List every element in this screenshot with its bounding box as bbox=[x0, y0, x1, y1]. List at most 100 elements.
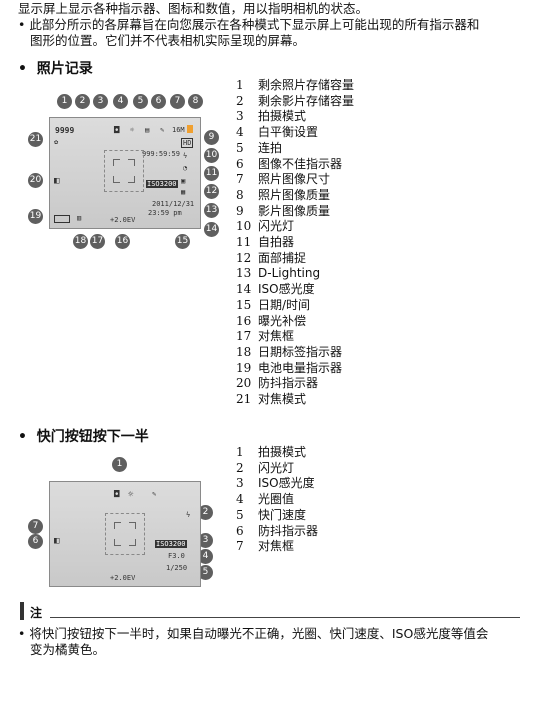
callout-6: 6 bbox=[151, 94, 166, 109]
flash-icon: ϟ bbox=[186, 511, 191, 519]
callout-s2: 2 bbox=[198, 505, 213, 520]
intro-bullet: • 此部分所示的各屏幕旨在向您展示在各种模式下显示屏上可能出现的所有指示器和 bbox=[18, 17, 480, 32]
callout-s6: 6 bbox=[28, 534, 43, 549]
aperture-value: F3.0 bbox=[168, 552, 185, 560]
callout-11: 11 bbox=[204, 166, 219, 181]
callout-7: 7 bbox=[170, 94, 185, 109]
focus-mode-icon: ✿ bbox=[54, 138, 59, 146]
time-value: 23:59 pm bbox=[148, 209, 182, 217]
camera-screen: 9999 ◘ ☼ ▤ ✎ 16M ✿ 999:59:59 HD ϟ ◔ ▣ ▦ … bbox=[49, 117, 201, 229]
callout-2: 2 bbox=[75, 94, 90, 109]
callout-14: 14 bbox=[204, 222, 219, 237]
callout-s5: 5 bbox=[198, 565, 213, 580]
self-timer-icon: ◔ bbox=[183, 164, 188, 172]
camera-mode-icon: ◘ bbox=[114, 126, 120, 136]
vr-icon: ◧ bbox=[54, 176, 60, 186]
shake-warning-icon: ✎ bbox=[160, 126, 165, 134]
photo-screen-diagram: 1 2 3 4 5 6 7 8 9 10 11 12 13 14 15 16 1… bbox=[22, 92, 222, 252]
callout-21: 21 bbox=[28, 132, 43, 147]
note-rule bbox=[50, 617, 520, 618]
flash-icon: ϟ bbox=[183, 152, 188, 160]
wb-icon: ☼ bbox=[128, 490, 134, 500]
callout-5: 5 bbox=[133, 94, 148, 109]
callout-17: 17 bbox=[90, 234, 105, 249]
date-value: 2011/12/31 bbox=[152, 200, 195, 208]
callout-s3: 3 bbox=[198, 533, 213, 548]
callout-13: 13 bbox=[204, 203, 219, 218]
callout-16: 16 bbox=[115, 234, 130, 249]
photo-section-title: • 照片记录 bbox=[18, 61, 93, 77]
callout-18: 18 bbox=[73, 234, 88, 249]
camera-mode-icon: ◘ bbox=[114, 490, 120, 500]
burst-icon: ▤ bbox=[145, 126, 150, 134]
callout-4: 4 bbox=[113, 94, 128, 109]
note-text-cont: 变为橘黄色。 bbox=[30, 642, 106, 657]
callout-1: 1 bbox=[57, 94, 72, 109]
intro-bullet-cont: 图形的位置。它们并不代表相机实际呈现的屏幕。 bbox=[30, 33, 306, 48]
note-heading: 注 bbox=[30, 606, 43, 620]
callout-19: 19 bbox=[28, 209, 43, 224]
d-lighting-icon: ▦ bbox=[181, 188, 186, 196]
movie-time: 999:59:59 bbox=[142, 150, 180, 158]
exposure-value: +2.0EV bbox=[110, 216, 136, 224]
battery-icon bbox=[54, 215, 70, 223]
exposure-value: +2.0EV bbox=[110, 574, 136, 582]
movie-quality-icon: HD bbox=[181, 138, 194, 148]
note-bar bbox=[20, 602, 24, 620]
callout-s4: 4 bbox=[198, 549, 213, 564]
iso-value: ISO3200 bbox=[146, 180, 178, 188]
iso-value: ISO3200 bbox=[155, 540, 187, 548]
callout-3: 3 bbox=[93, 94, 108, 109]
wb-icon: ☼ bbox=[130, 126, 135, 134]
callout-10: 10 bbox=[204, 148, 219, 163]
focus-frame bbox=[104, 150, 144, 192]
intro-text: 显示屏上显示各种指示器、图标和数值，用以指明相机的状态。 bbox=[18, 1, 369, 16]
callout-s7: 7 bbox=[28, 519, 43, 534]
camera-screen-half-press: ◘ ☼ ✎ ϟ ISO3200 F3.0 1/250 ◧ +2.0EV bbox=[49, 481, 201, 587]
bullet-dot: • bbox=[18, 17, 30, 32]
vr-icon: ◧ bbox=[54, 536, 60, 546]
note-text: • 将快门按钮按下一半时，如果自动曝光不正确，光圈、快门速度、ISO感光度等值会 bbox=[18, 626, 489, 641]
focus-frame bbox=[105, 513, 145, 555]
callout-12: 12 bbox=[204, 184, 219, 199]
shutter-speed-value: 1/250 bbox=[166, 564, 188, 572]
callout-9: 9 bbox=[204, 130, 219, 145]
face-capture-icon: ▣ bbox=[181, 177, 186, 185]
image-size: 16M bbox=[172, 126, 185, 134]
shutter-section-title: • 快门按钮按下一半 bbox=[18, 429, 149, 445]
quality-icon bbox=[187, 125, 193, 133]
callout-20: 20 bbox=[28, 173, 43, 188]
shutter-screen-diagram: 1 2 3 4 5 6 7 ◘ ☼ ✎ ϟ ISO3200 F3.0 1/250… bbox=[22, 457, 222, 587]
callout-s1: 1 bbox=[112, 457, 127, 472]
